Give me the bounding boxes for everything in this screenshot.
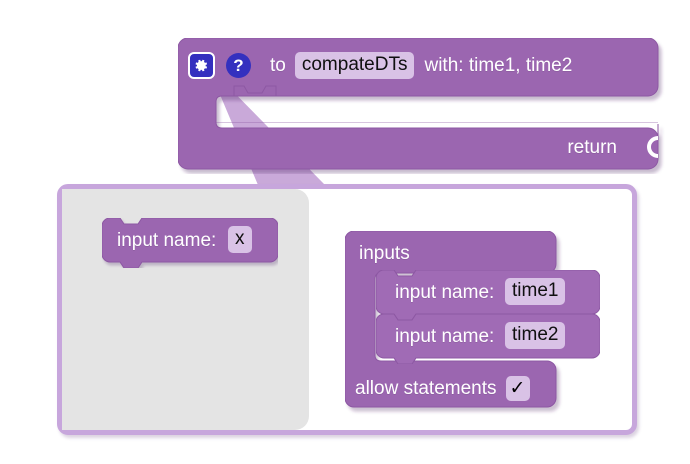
flyout-input-name-field[interactable]: x bbox=[228, 226, 252, 253]
question-mark-glyph: ? bbox=[233, 55, 244, 75]
gear-icon[interactable] bbox=[188, 51, 215, 79]
procedure-header-row: ? to compateDTs with: time1, time2 bbox=[188, 47, 572, 83]
procedure-definition-block[interactable]: ? to compateDTs with: time1, time2 retur… bbox=[178, 38, 663, 170]
mutator-bubble: input name: x inputs inpu bbox=[57, 184, 637, 435]
allow-statements-label: allow statements bbox=[355, 377, 497, 399]
inputs-container-title: inputs bbox=[359, 243, 410, 264]
checkmark-icon: ✓ bbox=[509, 377, 526, 399]
allow-statements-row[interactable]: allow statements ✓ bbox=[355, 371, 530, 405]
flyout-input-name-label: input name: bbox=[117, 230, 217, 251]
procedure-name-field[interactable]: compateDTs bbox=[294, 51, 415, 79]
to-label: to bbox=[270, 54, 286, 76]
input-row-label: input name: bbox=[395, 282, 495, 303]
with-params-label: with: time1, time2 bbox=[424, 54, 573, 76]
gear-glyph bbox=[195, 59, 208, 71]
mutator-inputs-container-block[interactable]: inputs input name: time1 input name: tim… bbox=[345, 231, 600, 408]
mutator-input-row[interactable]: input name: time1 bbox=[376, 270, 600, 320]
input-row-label: input name: bbox=[395, 326, 495, 347]
allow-statements-checkbox[interactable]: ✓ bbox=[505, 375, 530, 401]
mutator-flyout[interactable]: input name: x bbox=[62, 189, 309, 430]
input-row-name-field[interactable]: time1 bbox=[505, 278, 566, 305]
return-label: return bbox=[567, 137, 617, 158]
flyout-input-name-block[interactable]: input name: x bbox=[101, 217, 279, 269]
question-mark-icon[interactable]: ? bbox=[226, 52, 251, 78]
mutator-input-row[interactable]: input name: time2 bbox=[376, 314, 600, 364]
input-row-name-field[interactable]: time2 bbox=[505, 322, 566, 349]
